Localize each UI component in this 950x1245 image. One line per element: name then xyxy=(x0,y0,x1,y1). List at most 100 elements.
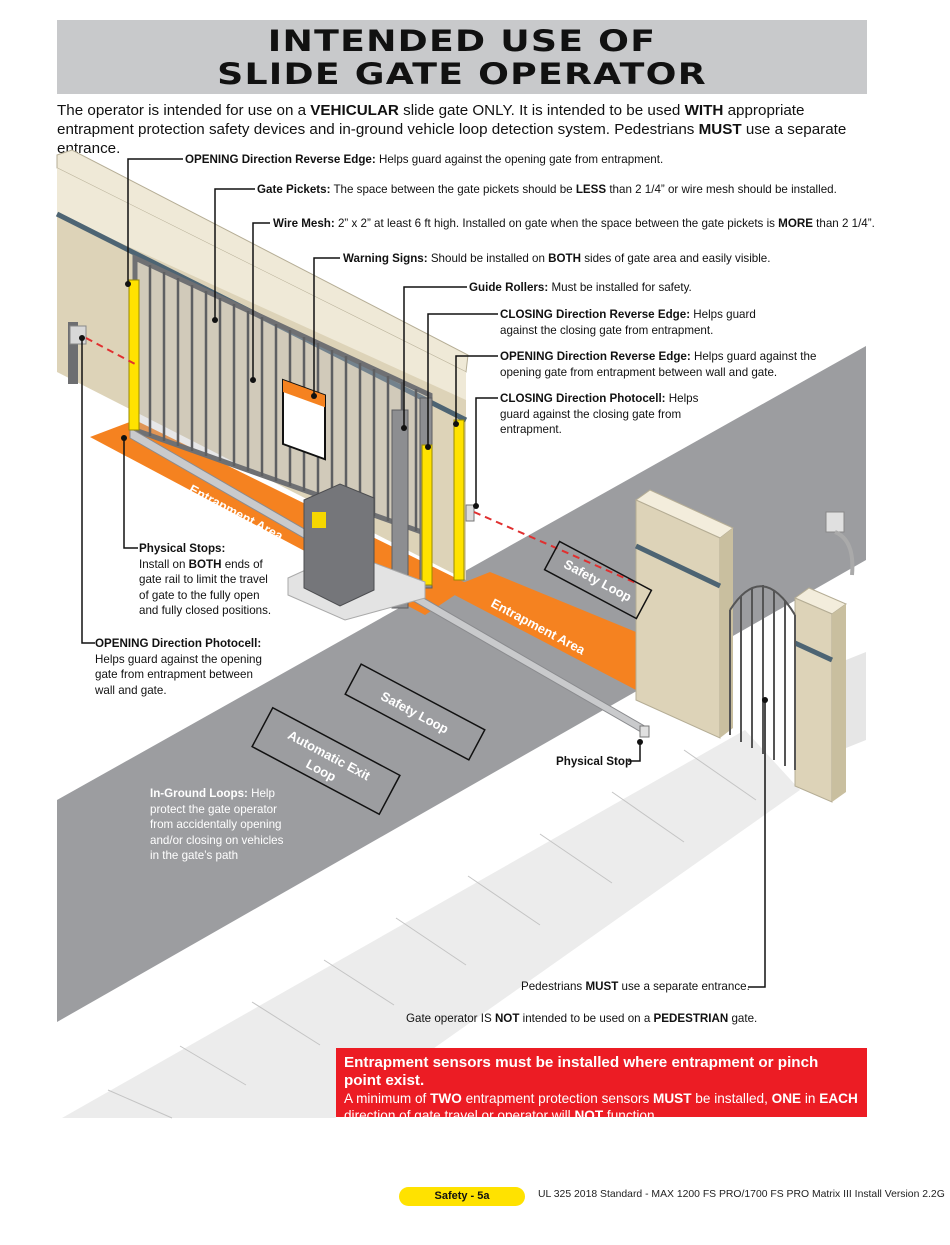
callout-text: and fully closed positions. xyxy=(139,604,272,617)
document-footer: UL 325 2018 Standard - MAX 1200 FS PRO/1… xyxy=(538,1189,945,1200)
callout-opening-edge-wall: OPENING Direction Reverse Edge: Helps gu… xyxy=(500,349,816,380)
callout-label: Warning Signs: xyxy=(343,252,428,265)
callout-opening-edge: OPENING Direction Reverse Edge: Helps gu… xyxy=(185,152,663,168)
callout-emphasis: MUST xyxy=(585,980,619,993)
callout-text: of gate to the fully open xyxy=(139,588,260,602)
callout-text: intended to be used on a xyxy=(519,1012,654,1025)
callout-text: Install on xyxy=(139,557,189,571)
physical-stop-end xyxy=(639,725,650,738)
intro-text: slide gate ONLY. It is intended to be us… xyxy=(398,102,685,119)
reverse-edge-opening-wall xyxy=(453,419,465,581)
photocell-post-left xyxy=(68,322,78,384)
leader-lines xyxy=(81,158,766,988)
warning-emphasis: NOT xyxy=(574,1108,604,1123)
callout-text: use a separate entrance. xyxy=(618,980,750,993)
pedestrian-gate xyxy=(729,585,796,770)
warning-sign xyxy=(282,378,326,461)
callout-label: CLOSING Direction Photocell: xyxy=(500,392,666,405)
callout-emphasis: NOT xyxy=(494,1012,520,1025)
photocell-head-left xyxy=(69,325,87,345)
warning-emphasis: TWO xyxy=(430,1091,462,1106)
wall-far xyxy=(846,652,866,748)
warning-emphasis: ONE xyxy=(771,1091,802,1106)
callout-text: opening gate from entrapment between wal… xyxy=(500,365,778,379)
entrapment-area-right xyxy=(445,572,636,690)
callout-text: against the closing gate from entrapment… xyxy=(500,323,714,337)
callout-closing-edge: CLOSING Direction Reverse Edge: Helps gu… xyxy=(500,307,756,338)
callout-label: Wire Mesh: xyxy=(273,217,335,230)
intro-emphasis: MUST xyxy=(698,121,742,138)
guide-post-front xyxy=(391,409,409,609)
warning-body: A minimum of TWO entrapment protection s… xyxy=(344,1090,859,1124)
warning-emphasis: EACH xyxy=(819,1091,858,1106)
title-banner: INTENDED USE OF SLIDE GATE OPERATOR xyxy=(57,20,867,94)
callout-text: Should be installed on xyxy=(427,252,549,265)
callout-text: gate rail to limit the travel xyxy=(139,573,268,586)
callout-text: gate. xyxy=(728,1012,758,1025)
sidewalk xyxy=(62,730,800,1118)
wall-top-band xyxy=(57,168,466,400)
callout-text: Must be installed for safety. xyxy=(548,281,692,294)
pillar-right xyxy=(793,587,848,803)
reverse-edge-opening xyxy=(128,279,140,431)
photocell-beam-right xyxy=(473,511,637,584)
warning-heading: Entrapment sensors must be installed whe… xyxy=(344,1054,819,1089)
callout-text: Helps guard against the opening gate fro… xyxy=(375,153,664,166)
callout-guide-rollers: Guide Rollers: Must be installed for saf… xyxy=(469,280,692,296)
leader-dots xyxy=(79,281,768,745)
callout-label: OPENING Direction Photocell: xyxy=(95,637,262,650)
callout-text: wall and gate. xyxy=(95,683,167,697)
callout-label: OPENING Direction Reverse Edge: xyxy=(500,350,691,363)
callout-pedestrians: Pedestrians MUST use a separate entrance… xyxy=(521,979,750,995)
callout-text: Gate operator IS xyxy=(406,1012,495,1025)
callout-wire-mesh: Wire Mesh: 2” x 2” at least 6 ft high. I… xyxy=(273,216,875,232)
callout-text: guard against the closing gate from xyxy=(500,407,682,421)
pillar-left xyxy=(634,489,734,739)
reverse-edge-closing xyxy=(421,444,433,586)
intro-text: appropriate entrapment protection safety… xyxy=(57,102,805,138)
callout-emphasis: BOTH xyxy=(188,557,222,571)
callout-text: 2” x 2” at least 6 ft high. Installed on… xyxy=(334,217,779,230)
callout-label: Physical Stop xyxy=(556,755,633,768)
intro-emphasis: WITH xyxy=(684,102,724,119)
callout-warning-signs: Warning Signs: Should be installed on BO… xyxy=(343,251,770,267)
light-post xyxy=(825,511,845,533)
callout-label: In-Ground Loops: xyxy=(150,787,248,800)
warning-text: A minimum of xyxy=(344,1091,431,1106)
title-line-2: SLIDE GATE OPERATOR xyxy=(217,57,707,91)
callout-emphasis: BOTH xyxy=(548,252,581,265)
light-arm xyxy=(834,530,855,576)
callout-text: entrapment. xyxy=(500,423,562,436)
callout-text: ends of xyxy=(221,557,263,571)
callout-text: and/or closing on vehicles xyxy=(150,833,284,847)
warning-text: function. xyxy=(603,1108,659,1123)
callout-label: Physical Stops: xyxy=(139,542,226,555)
callout-text: from accidentally opening xyxy=(150,818,282,831)
wall-cap xyxy=(56,149,469,373)
callout-text: Helps guard against the xyxy=(690,350,817,363)
callout-physical-stops: Physical Stops: Install on BOTH ends of ga… xyxy=(139,541,271,619)
callout-text: gate from entrapment between xyxy=(95,668,253,681)
intro-paragraph: The operator is intended for use on a VE… xyxy=(57,101,877,158)
callout-gate-pickets: Gate Pickets: The space between the gate… xyxy=(257,182,837,198)
callout-label: OPENING Direction Reverse Edge: xyxy=(185,153,376,166)
callout-text: protect the gate operator xyxy=(150,802,277,816)
warning-text: be installed, xyxy=(691,1091,772,1106)
warning-text: direction of gate travel or operator wil… xyxy=(344,1108,575,1123)
callout-text: Pedestrians xyxy=(521,980,586,993)
callout-physical-stop: Physical Stop xyxy=(556,754,632,770)
intro-emphasis: VEHICULAR xyxy=(310,102,399,119)
callout-label: Gate Pickets: xyxy=(257,183,331,196)
page-number-badge: Safety - 5a xyxy=(399,1187,525,1206)
callout-emphasis: PEDESTRIAN xyxy=(653,1012,729,1025)
callout-emphasis: LESS xyxy=(575,183,607,196)
sidewalk-joints xyxy=(107,749,757,1119)
gate-operator xyxy=(287,483,426,621)
warning-emphasis: MUST xyxy=(653,1091,692,1106)
photocell-closing xyxy=(465,504,475,522)
warning-text: entrapment protection sensors xyxy=(461,1091,654,1106)
callout-emphasis: MORE xyxy=(778,217,813,230)
